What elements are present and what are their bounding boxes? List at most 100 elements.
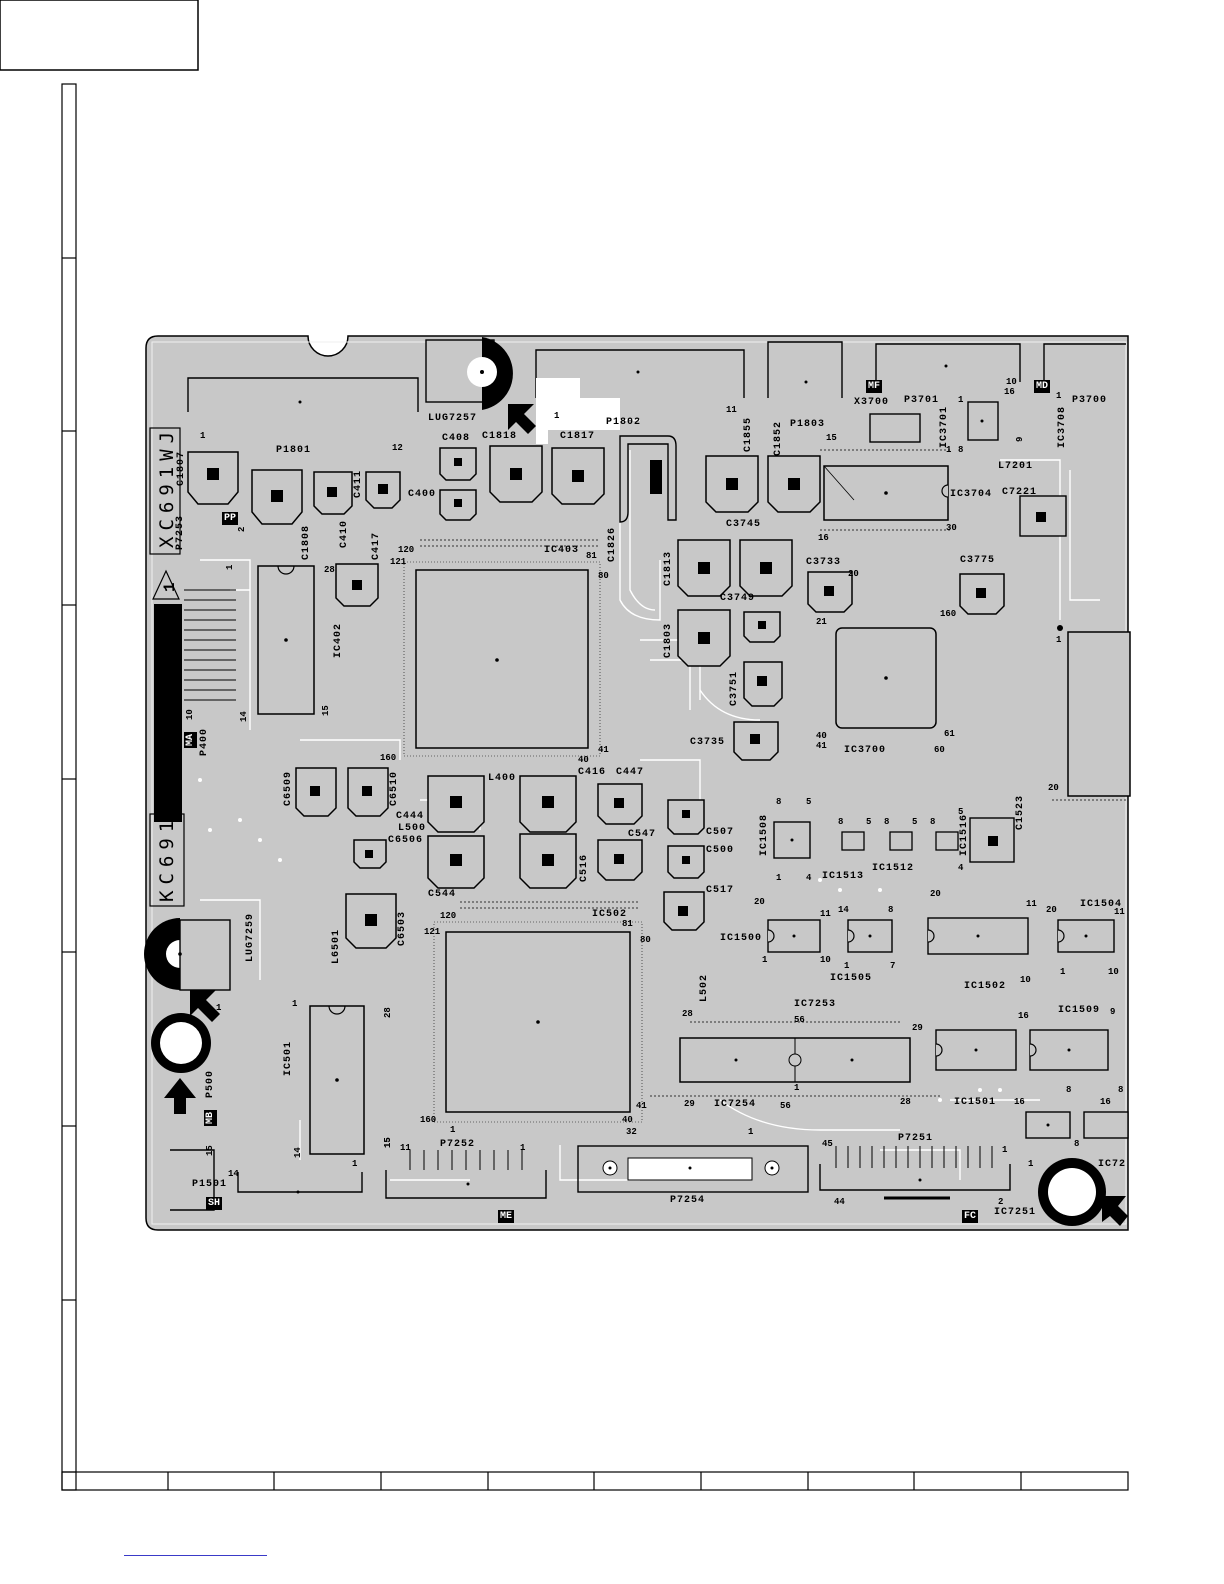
pin: 1 (1056, 635, 1062, 645)
tag-pp: PP (222, 512, 239, 525)
pin: 1 (946, 445, 952, 455)
label-c3749: C3749 (720, 593, 756, 604)
label-ic1505: IC1505 (830, 973, 873, 984)
pin: 60 (934, 745, 945, 755)
pin: 1 (776, 873, 782, 883)
pin: 9 (1015, 436, 1025, 442)
pin-strips (420, 449, 1126, 1097)
label-ic501: IC501 (283, 1040, 294, 1076)
pin: 1 (554, 411, 560, 421)
board-marking-bottom: KC691 (156, 814, 178, 902)
label-p1501: P1501 (192, 1179, 228, 1190)
pin: 20 (754, 897, 765, 907)
ic-right-body (1057, 625, 1131, 797)
label-ic3704: IC3704 (950, 489, 993, 500)
label-ic1513: IC1513 (822, 871, 865, 882)
pin: 81 (586, 551, 597, 561)
pin: 14 (228, 1169, 239, 1179)
pin: 15 (383, 1137, 393, 1148)
label-ic1504: IC1504 (1080, 899, 1123, 910)
title-block (0, 0, 199, 71)
label-c410: C410 (339, 519, 350, 548)
label-l6501: L6501 (331, 928, 342, 964)
label-c1807: C1807 (176, 450, 187, 486)
label-ic403: IC403 (544, 545, 580, 556)
label-p500: P500 (205, 1069, 216, 1098)
pin: 28 (383, 1007, 393, 1018)
pin: 56 (794, 1015, 805, 1025)
pin: 11 (1114, 907, 1125, 917)
pin: 10 (1108, 967, 1119, 977)
pin: 16 (1004, 387, 1015, 397)
pin: 1 (1056, 391, 1062, 401)
pin: 56 (780, 1101, 791, 1111)
pin: 2 (237, 526, 247, 532)
pin: 1 (748, 1127, 754, 1137)
pin: 11 (400, 1143, 411, 1153)
connector-dots (296, 364, 948, 1194)
pin: 121 (390, 557, 407, 567)
label-c1803: C1803 (663, 622, 674, 658)
pin: 80 (598, 571, 609, 581)
label-c1818: C1818 (482, 431, 518, 442)
label-c517: C517 (706, 885, 735, 896)
pin: 40 (816, 731, 827, 741)
label-p3701: P3701 (904, 395, 940, 406)
pin: 10 (820, 955, 831, 965)
pin: 120 (440, 911, 457, 921)
label-p7252: P7252 (440, 1139, 476, 1150)
pin: 29 (912, 1023, 923, 1033)
pin: 160 (940, 609, 957, 619)
pin: 15 (826, 433, 837, 443)
pin: 1 (200, 431, 206, 441)
label-l400: L400 (488, 773, 517, 784)
pin: 1 (762, 955, 768, 965)
pin: 80 (640, 935, 651, 945)
label-x3700: X3700 (854, 397, 890, 408)
ic501-body (309, 1005, 365, 1155)
pin: 40 (578, 755, 589, 765)
bottom-connector-pins (409, 1146, 993, 1170)
pin: 16 (818, 533, 829, 543)
pin: 21 (816, 617, 827, 627)
pin: 1 (352, 1159, 358, 1169)
pin: 1 (520, 1143, 526, 1153)
pin: 2 (998, 1197, 1004, 1207)
pin: 41 (598, 745, 609, 755)
label-ic3708: IC3708 (1057, 405, 1068, 448)
left-ruler (61, 83, 77, 1491)
pin: 1 (225, 564, 235, 570)
pin: 1 (1002, 1145, 1008, 1155)
label-ic7251: IC7251 (994, 1207, 1037, 1218)
label-c1808: C1808 (301, 524, 312, 560)
pin: 14 (239, 711, 249, 722)
tag-mb: MB (204, 1109, 217, 1126)
label-c1852: C1852 (773, 420, 784, 456)
label-c417: C417 (371, 531, 382, 560)
pin: 11 (820, 909, 831, 919)
label-lug7259: LUG7259 (245, 912, 256, 962)
pin: 8 (1074, 1139, 1080, 1149)
ic3700-body (835, 627, 937, 729)
label-c447: C447 (616, 767, 645, 778)
label-c547: C547 (628, 829, 657, 840)
tag-mf: MF (866, 380, 883, 393)
pin: 11 (726, 405, 737, 415)
pin: 9 (1110, 1007, 1116, 1017)
ic403-body (403, 561, 601, 757)
rev-label: 1 (161, 581, 179, 592)
pin: 28 (324, 565, 335, 575)
left-ruler-ticks (62, 257, 76, 1473)
label-c1523: C1523 (1015, 794, 1026, 830)
pin: 41 (816, 741, 827, 751)
label-ic402: IC402 (333, 622, 344, 658)
pin: 28 (682, 1009, 693, 1019)
label-c7221: C7221 (1002, 487, 1038, 498)
pin: 160 (420, 1115, 437, 1125)
label-p7253: P7253 (175, 514, 186, 550)
pin: 41 (636, 1101, 647, 1111)
label-p3700: P3700 (1072, 395, 1108, 406)
pin: 121 (424, 927, 441, 937)
small-ic-dots (790, 419, 1088, 1127)
